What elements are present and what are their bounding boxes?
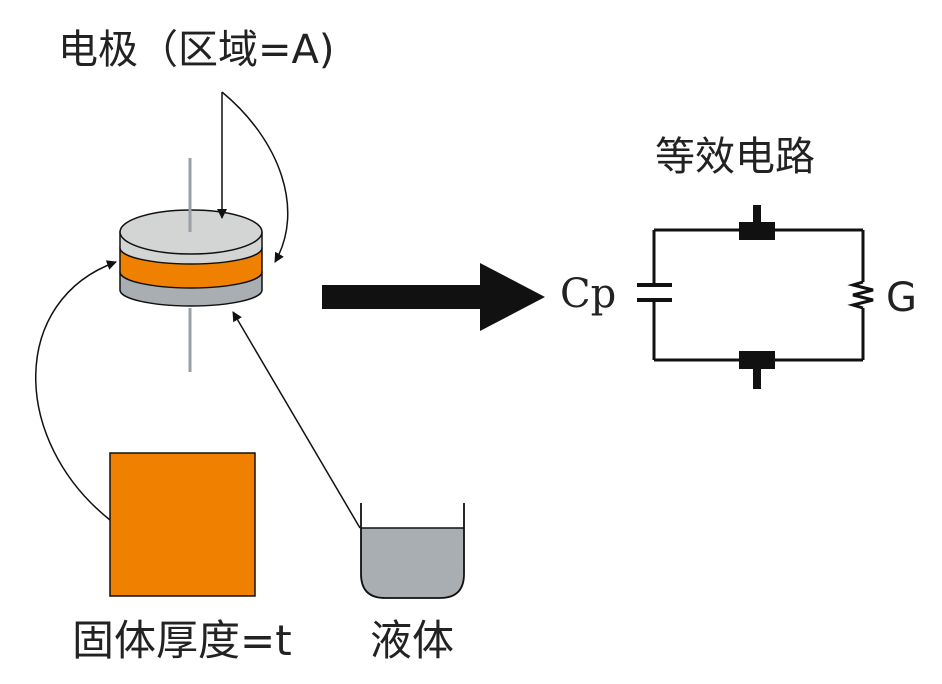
solid-block: [109, 452, 256, 597]
liquid-beaker: [360, 503, 465, 599]
electrode-label: 电极（区域=A): [58, 27, 335, 73]
beaker-liquid: [361, 528, 464, 598]
liquid-arrow: [232, 311, 361, 529]
capacitor-label: Cp: [560, 271, 617, 317]
equivalent-circuit-label: 等效电路: [655, 134, 815, 180]
electrode-arrow-side: [221, 91, 289, 263]
capacitor-symbol: [637, 283, 672, 302]
equivalent-circuit: [652, 228, 865, 362]
liquid-label: 液体: [370, 616, 455, 665]
solid-arrow: [35, 260, 117, 521]
top-terminal: [739, 205, 775, 240]
beaker-outline: [360, 503, 465, 599]
conductance-label: G: [886, 275, 917, 321]
solid-thickness-label: 固体厚度=t: [72, 616, 292, 665]
big-arrow: [322, 263, 545, 331]
bottom-terminal: [739, 351, 775, 389]
resistor-symbol: [847, 280, 874, 310]
